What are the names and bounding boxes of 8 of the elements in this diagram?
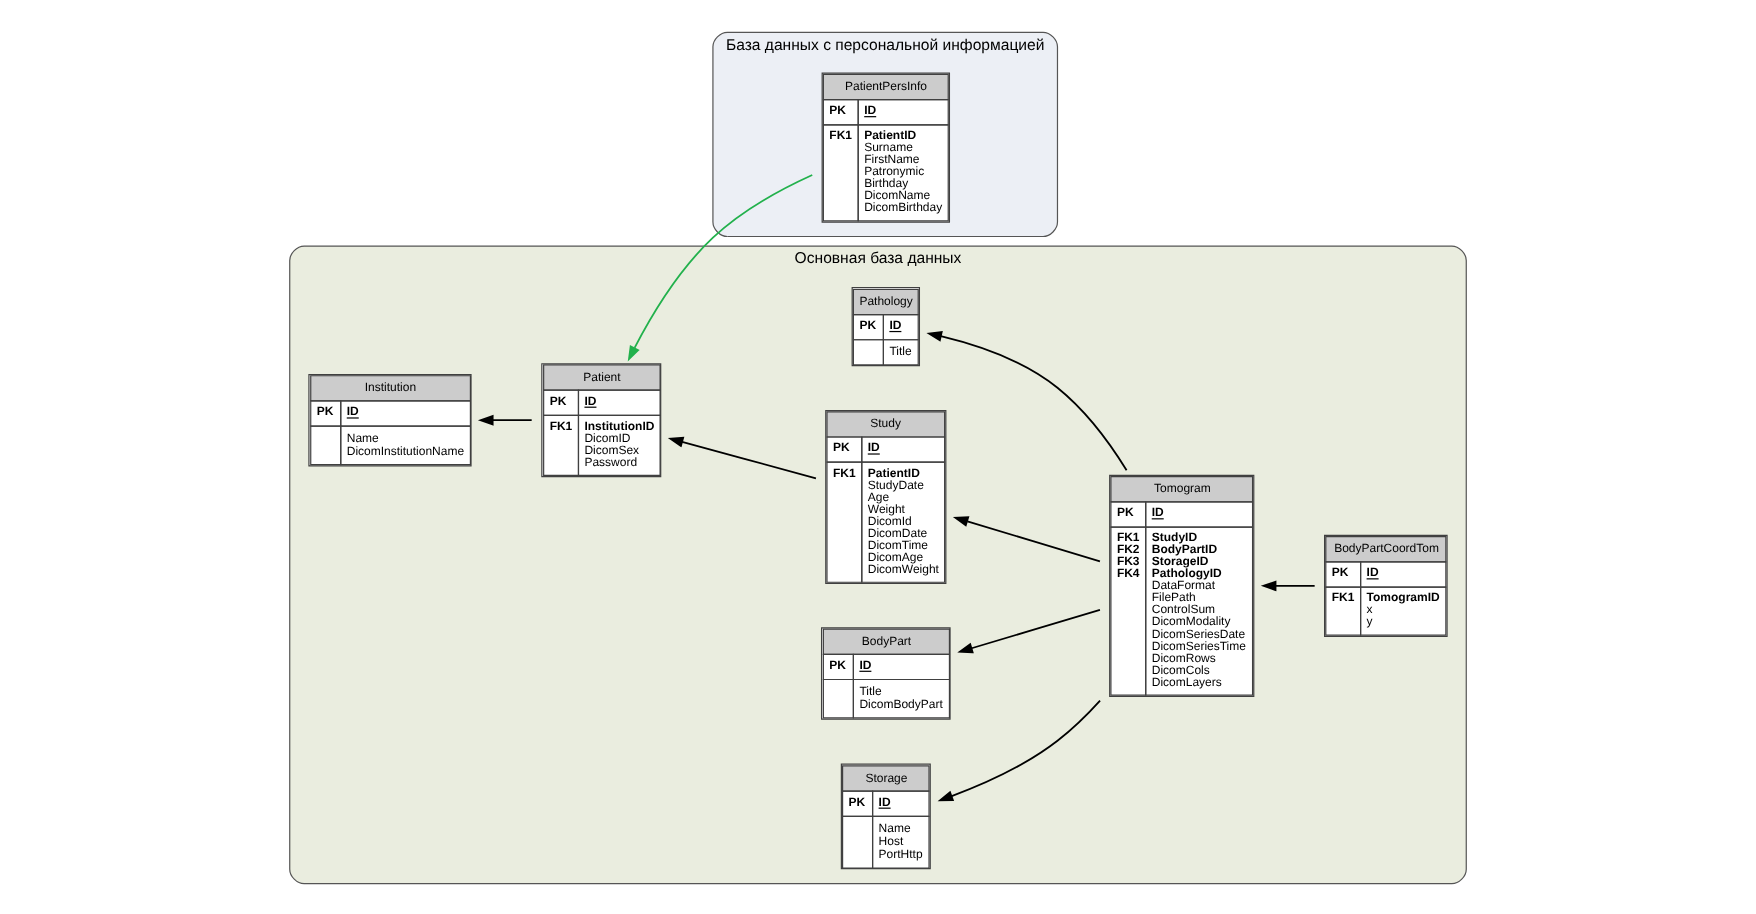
arrow [477, 413, 533, 425]
arrow [952, 515, 1101, 562]
arrow [1260, 579, 1316, 591]
arrow [627, 173, 814, 361]
arrow [957, 608, 1101, 653]
arrow [667, 435, 817, 479]
arrow [937, 698, 1101, 801]
arrow [926, 330, 1128, 471]
